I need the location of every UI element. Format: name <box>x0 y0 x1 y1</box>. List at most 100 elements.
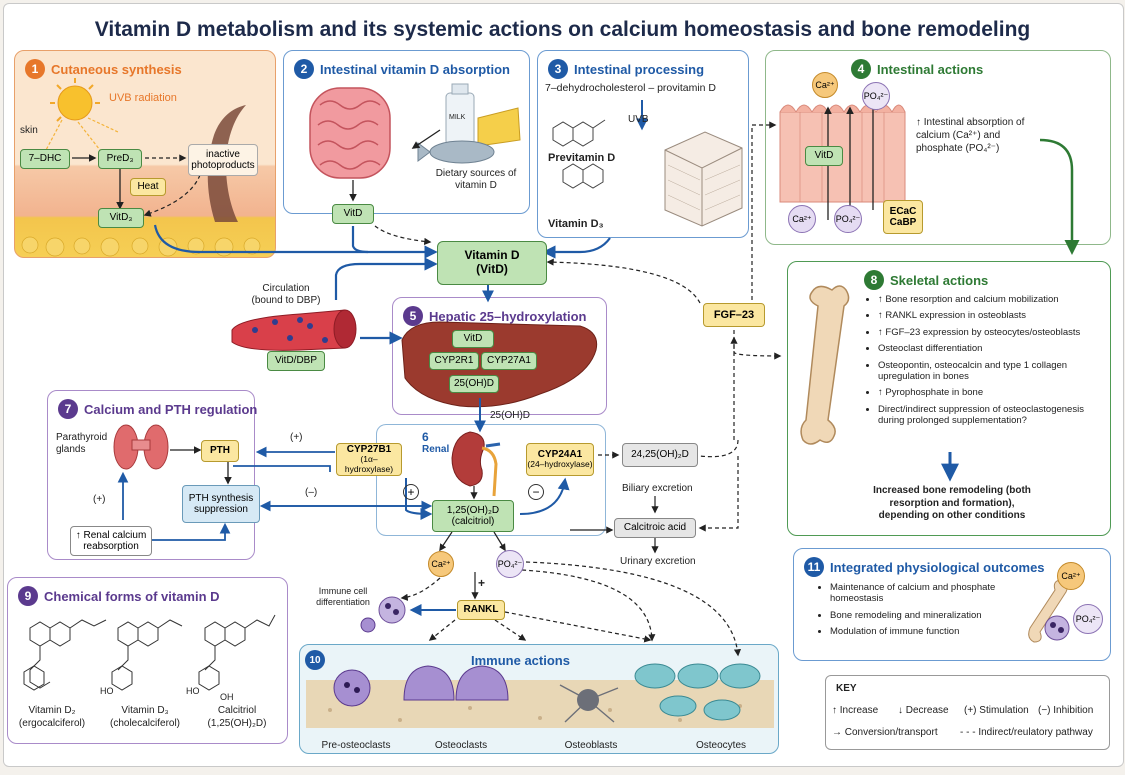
parathyroid-label: Parathyroid glands <box>56 432 108 455</box>
calcium-ion-bottom: Ca²⁺ <box>788 205 816 233</box>
oh-label: OH <box>220 692 234 702</box>
panel-3-subtitle: 7–dehydrocholesterol – provitamin D <box>545 82 717 94</box>
panel-4-number: 4 <box>851 59 871 79</box>
vitamin-d-line2: (VitD) <box>476 262 508 276</box>
cyp27b1-line2: (1α–hydroxylase) <box>344 454 394 475</box>
panel-8-number: 8 <box>864 270 884 290</box>
key-legend <box>825 675 1110 750</box>
skeletal-action-item: Osteoclast differentiation <box>878 343 1106 354</box>
vitd-box-enterocyte: VitD <box>805 146 843 166</box>
inhibition-label-pth: (–) <box>305 487 318 498</box>
ecac-cabp-box: ECaC CaBP <box>883 200 923 234</box>
renal-calcium-box: ↑ Renal calcium reabsorption <box>70 526 152 556</box>
panel-3-number: 3 <box>548 59 568 79</box>
cell-label-osteoblasts: Osteoblasts <box>564 740 618 751</box>
ho-label-1: HO <box>100 686 114 696</box>
panel-1-number: 1 <box>25 59 45 79</box>
stimulation-label-pth: (+) <box>290 432 303 443</box>
ho-label-2: HO <box>186 686 200 696</box>
outcome-item: Maintenance of calcium and phosphate hom… <box>830 582 1028 605</box>
kidney-icon <box>451 431 501 497</box>
panel-3-title: Intestinal processing <box>574 61 705 77</box>
panel-9-title: Chemical forms of vitamin D <box>44 588 220 604</box>
calcium-ion-outcome: Ca²⁺ <box>1057 562 1085 590</box>
osteoblast-icon <box>559 684 619 723</box>
molecule-d2-icon <box>23 619 107 691</box>
pth-suppression-box: PTH synthesis suppression <box>182 485 260 523</box>
panel-4-header: 4 Intestinal actions <box>851 59 983 79</box>
dietary-sources-label: Dietary sources of vitamin D <box>435 168 517 191</box>
phosphate-ion-renal: PO₄²⁻ <box>496 550 524 578</box>
panel-4-title: Intestinal actions <box>877 61 984 77</box>
stimulation-label-renal: (+) <box>93 494 106 505</box>
pth-supp-line2: suppression <box>194 504 248 515</box>
oh25d-label: 25(OH)D <box>490 410 531 421</box>
immune-cell-small-icon <box>1044 615 1070 641</box>
outcome-item: Modulation of immune function <box>830 626 1028 637</box>
panel-2-number: 2 <box>294 59 314 79</box>
phosphate-ion-outcome: PO₄²⁻ <box>1073 604 1103 634</box>
cell-label-preosteoclasts: Pre-osteoclasts <box>321 740 391 751</box>
panel-10-title: Immune actions <box>471 652 570 668</box>
panel-8-title: Skeletal actions <box>890 272 989 288</box>
cheese-icon <box>477 107 521 147</box>
cyp27b1-line1: CYP27B1 <box>346 443 392 455</box>
oh24d-box: 24,25(OH)₂D <box>622 443 698 467</box>
previtamin-label: Previtamin D <box>548 152 616 164</box>
chem-form-sub: (ergocalciferol) <box>18 718 86 729</box>
panel-11-header: 11 Integrated physiological outcomes <box>804 557 1045 577</box>
cyp24a1-line2: (24–hydroxylase) <box>527 459 593 470</box>
oh25d-box: 25(OH)D <box>449 375 499 393</box>
cyp27a1-box: CYP27A1 <box>481 352 537 370</box>
chem-form-name: Calcitriol <box>217 705 257 716</box>
small-bone-icon <box>1028 579 1068 643</box>
intestinal-absorption-text: ↑ Intestinal absorption of calcium (Ca²⁺… <box>916 117 1025 154</box>
panel-7-number: 7 <box>58 399 78 419</box>
panel-9-header: 9 Chemical forms of vitamin D <box>18 586 220 606</box>
chem-form-sub: (cholecalciferol) <box>109 718 181 729</box>
panel-6-number: 6 <box>422 430 429 444</box>
cyp24a1-box: CYP24A1 (24–hydroxylase) <box>526 443 594 476</box>
inhibition-symbol: − <box>528 484 544 500</box>
figure-title: Vitamin D metabolism and its systemic ac… <box>94 18 1031 41</box>
skeletal-action-item: Osteopontin, osteocalcin and type 1 coll… <box>878 360 1106 383</box>
cell-label-osteocytes: Osteocytes <box>695 740 747 751</box>
skin-label: skin <box>20 125 38 136</box>
renal-ca-line1: ↑ Renal calcium <box>75 529 147 541</box>
molecule-previtamin-icon <box>562 163 604 189</box>
panel-11-number: 11 <box>804 557 824 577</box>
blood-vessel-icon <box>231 309 357 351</box>
panel-6-header: 6 Renal <box>422 430 449 455</box>
cell-label-osteoclasts: Osteoclasts <box>434 740 488 751</box>
key-increase: ↑ Increase <box>832 705 879 716</box>
panel-1-header: 1 Cutaneous synthesis <box>25 59 182 79</box>
vitd-box-hepatic: VitD <box>452 330 494 348</box>
femur-bone-icon <box>800 285 850 445</box>
pth-supp-line1: PTH synthesis <box>188 492 254 504</box>
molecule-7dhc-icon <box>552 119 606 147</box>
fish-icon <box>417 140 495 164</box>
pre-osteoclast-icon <box>333 669 371 707</box>
skeletal-action-item: Direct/indirect suppression of osteoclas… <box>878 404 1106 427</box>
panel-11-title: Integrated physiological outcomes <box>830 559 1045 575</box>
phosphate-ion-bottom: PO₄²⁻ <box>834 205 862 233</box>
skeletal-action-item: ↑ Pyrophosphate in bone <box>878 387 1106 398</box>
key-decrease: ↓ Decrease <box>898 705 949 716</box>
calcitroic-acid-box: Calcitroic acid <box>614 518 696 538</box>
milk-bottle-icon <box>445 83 475 146</box>
molecule-calcitriol-icon <box>198 614 276 691</box>
panel-7-header: 7 Calcium and PTH regulation <box>58 399 257 419</box>
vitamin-d-central-box: Vitamin D (VitD) <box>437 241 547 285</box>
panel-5-header: 5 Hepatic 25–hydroxylation <box>403 306 587 326</box>
calcium-ion-top: Ca²⁺ <box>812 72 838 98</box>
immune-cell-differentiation-label: Immune cell differentiation <box>316 586 370 607</box>
pred3-box: PreD₃ <box>98 149 142 169</box>
vitd-dbp-box: VitD/DBP <box>267 351 325 371</box>
key-indirect: - - - Indirect/reulatory pathway <box>960 727 1093 738</box>
skeletal-actions-list: ↑ Bone resorption and calcium mobilizati… <box>866 294 1106 432</box>
vitd3-box-cutaneous: VitD₃ <box>98 208 144 228</box>
chem-form-sub: (1,25(OH)₂D) <box>207 718 267 729</box>
dhc-box: 7–DHC <box>20 149 70 169</box>
parathyroid-glands-icon <box>113 424 169 470</box>
